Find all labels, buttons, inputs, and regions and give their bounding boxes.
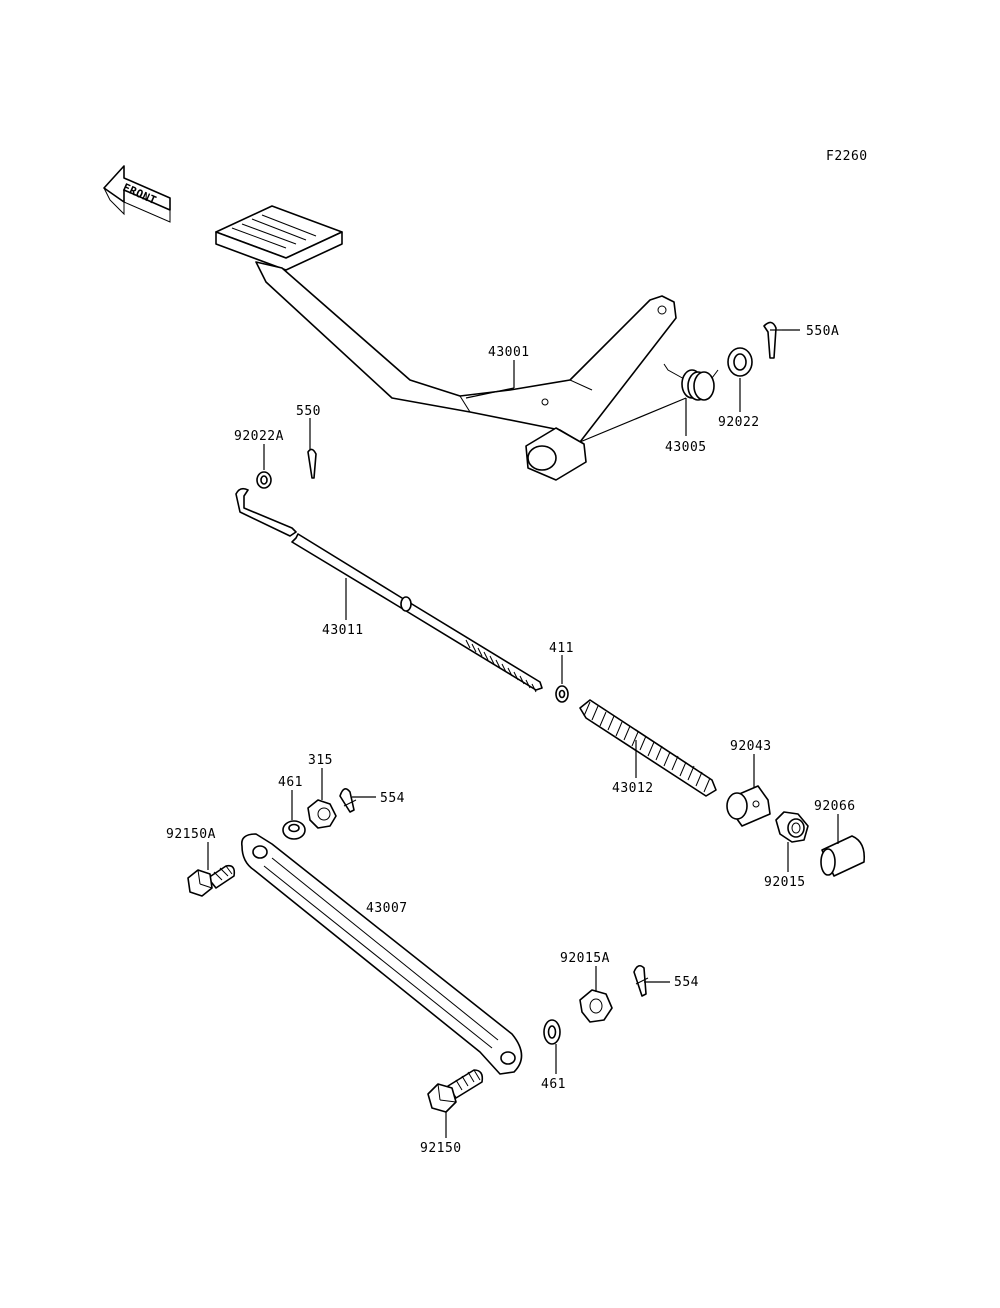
- cotter-pin-550: [307, 448, 317, 479]
- cotter-pin-550A: [763, 321, 777, 359]
- bolt-92150: [427, 1069, 484, 1113]
- pin-92066: [820, 835, 866, 877]
- label-92043: 92043: [730, 739, 772, 754]
- washer-461-top: [282, 820, 306, 840]
- label-43007: 43007: [366, 901, 408, 916]
- label-461-bottom: 461: [541, 1077, 566, 1092]
- label-92015A: 92015A: [560, 951, 610, 966]
- nut-92015: [775, 811, 809, 843]
- washer-92022A: [256, 471, 272, 489]
- brake-rod-spring-43012: [579, 699, 717, 797]
- figure-code: F2260: [826, 149, 868, 164]
- label-315: 315: [308, 753, 333, 768]
- label-554-bottom: 554: [674, 975, 699, 990]
- cotter-pin-554-bottom: [633, 964, 649, 997]
- label-554-top: 554: [380, 791, 405, 806]
- label-43001: 43001: [488, 345, 530, 360]
- label-92022: 92022: [718, 415, 760, 430]
- joint-92043: [726, 785, 771, 827]
- return-spring-43005: [663, 363, 719, 401]
- brake-rod-43011: [235, 487, 543, 693]
- label-461-top: 461: [278, 775, 303, 790]
- label-43012: 43012: [612, 781, 654, 796]
- label-43011: 43011: [322, 623, 364, 638]
- label-92022A: 92022A: [234, 429, 284, 444]
- cotter-pin-554-top: [339, 788, 357, 813]
- leader-lines: [207, 329, 839, 1138]
- washer-92022: [727, 347, 753, 377]
- tie-rod-43007: [240, 833, 523, 1075]
- label-92015: 92015: [764, 875, 806, 890]
- washer-461-bottom: [543, 1019, 561, 1045]
- label-92150: 92150: [420, 1141, 462, 1156]
- label-550A: 550A: [806, 324, 839, 339]
- label-411: 411: [549, 641, 574, 656]
- nut-315: [307, 799, 337, 829]
- washer-411: [555, 685, 569, 703]
- label-92066: 92066: [814, 799, 856, 814]
- brake-pedal-43001: [215, 205, 677, 481]
- label-43005: 43005: [665, 440, 707, 455]
- label-92150A: 92150A: [166, 827, 216, 842]
- label-550: 550: [296, 404, 321, 419]
- bolt-92150A: [187, 864, 236, 897]
- nut-92015A: [579, 989, 613, 1023]
- front-arrow-icon: FRONT: [103, 165, 171, 223]
